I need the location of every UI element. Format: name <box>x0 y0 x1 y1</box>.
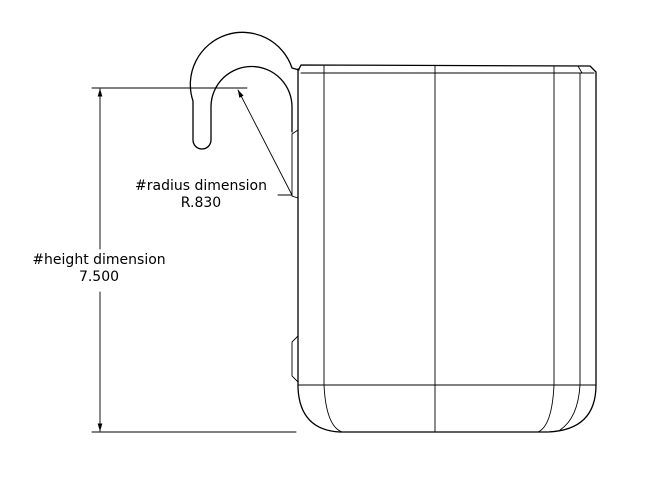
height-dimension-value: 7.500 <box>78 269 120 285</box>
base-curve-far-right <box>559 384 581 431</box>
base-curve-left <box>323 384 343 433</box>
height-dimension-name: #height dimension <box>32 252 166 268</box>
height-dimension <box>91 87 297 433</box>
radius-leader <box>237 89 293 196</box>
base-curve-right <box>537 384 555 433</box>
mug-outline <box>297 64 597 433</box>
handle-mount-top <box>291 129 299 199</box>
handle-mount-bottom <box>291 335 299 383</box>
rim-edge <box>577 65 583 74</box>
radius-dimension <box>237 89 293 196</box>
hook-handle <box>189 31 300 150</box>
radius-dimension-value: R.830 <box>180 195 222 211</box>
radius-dimension-name: #radius dimension <box>135 178 267 194</box>
height-dimension-label: #height dimension 7.500 <box>22 252 176 286</box>
mug-body <box>291 64 597 433</box>
radius-dimension-label: #radius dimension R.830 <box>128 178 274 212</box>
